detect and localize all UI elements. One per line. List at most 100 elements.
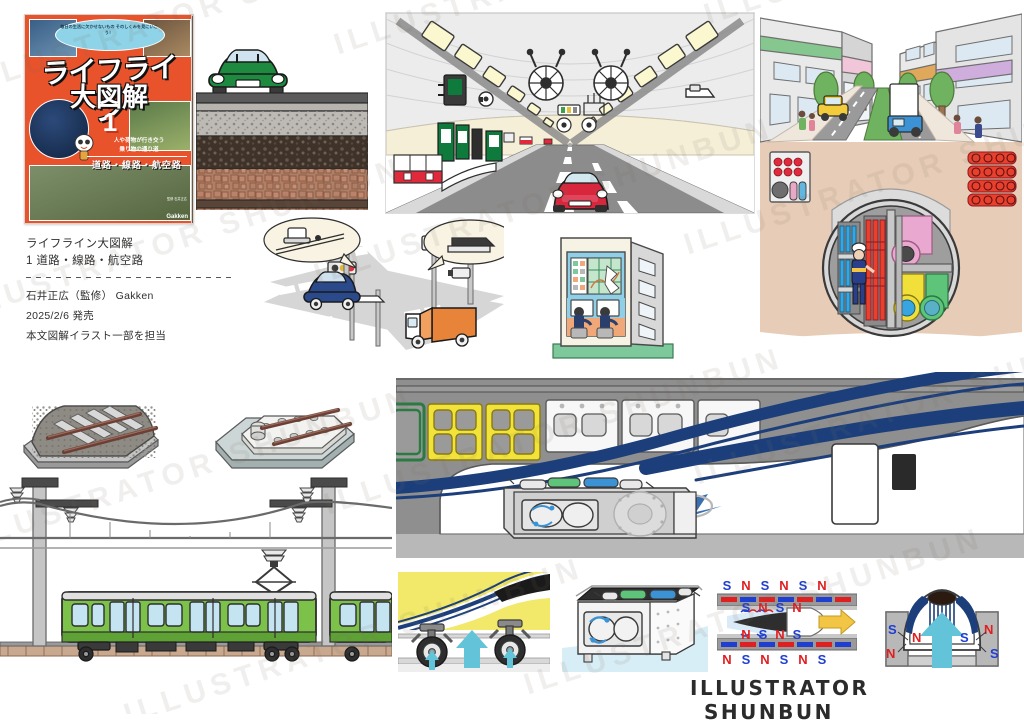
cover-bubble-text: 毎日の生活に欠かせないもの そのしくみを見にいこう！ (60, 24, 158, 35)
operator-icon (596, 307, 619, 339)
road-layer-binder (196, 102, 368, 112)
book-cover: 毎日の生活に欠かせないもの そのしくみを見にいこう！ ライフライン 大図解 1 … (24, 14, 194, 224)
panel-superconducting-magnet (562, 572, 708, 672)
svg-text:S: S (759, 627, 768, 642)
maglev-blue-lines (396, 372, 1024, 500)
tunnel-camera-icon (478, 91, 494, 107)
green-car-icon (208, 49, 288, 94)
svg-text:S: S (776, 600, 785, 615)
pedestrian-icon (798, 110, 982, 138)
worker-icon (851, 242, 875, 305)
guideway-coils (721, 597, 851, 647)
svg-text:N: N (817, 578, 826, 593)
panel-road-cross-section (196, 14, 368, 210)
cable-bundle-left-icon (769, 151, 811, 203)
panel-electric-train (0, 470, 392, 670)
svg-text:S: S (990, 646, 999, 661)
road-layer-upper-base (196, 110, 368, 137)
panel-intersection (256, 216, 504, 362)
svg-text:N: N (760, 652, 769, 667)
svg-text:S: S (888, 622, 897, 637)
levitation-pole-labels: S N N N S S (886, 622, 999, 661)
cover-subtitle-line2: 乗り物の通り道 (119, 147, 159, 153)
panel-tunnel-interior (385, 12, 755, 214)
cover-subtitle-line1: 人や荷物が行き交う (113, 138, 165, 144)
svg-text:N: N (792, 600, 801, 615)
cover-publisher: Gakken (166, 214, 188, 220)
tunnel-equipment-icon (685, 84, 716, 98)
callout-bubble-left (263, 217, 361, 269)
caption-title-line2: 1 道路・線路・航空路 (26, 255, 144, 267)
svg-text:S: S (761, 578, 770, 593)
svg-text:N: N (886, 646, 895, 661)
caption-role: 本文図解イラスト一部を担当 (26, 330, 167, 342)
cover-spine (191, 15, 193, 223)
jet-fan-icon (591, 48, 631, 101)
signature-name: SHUNBUN (704, 700, 834, 724)
panel-ballast-track (18, 388, 163, 478)
tunnel-guardrail-icon (441, 162, 497, 193)
svg-text:S: S (818, 652, 827, 667)
svg-text:N: N (741, 578, 750, 593)
panel-street-and-utility-tunnel (760, 10, 1022, 360)
cover-volume-number: 1 (102, 107, 118, 137)
jet-fan-icon-small (556, 117, 597, 133)
svg-text:S: S (780, 652, 789, 667)
svg-text:N: N (722, 652, 731, 667)
caption-dashed-divider (26, 277, 236, 278)
svg-text:N: N (741, 627, 750, 642)
water-pipe-icon (919, 273, 949, 321)
signature-role: ILLUSTRATOR (690, 676, 870, 700)
cover-bubble (55, 19, 165, 51)
propulsion-direction-arrow (818, 608, 856, 636)
cover-mascot-icon (74, 134, 94, 161)
catenary-pole-icon (21, 477, 99, 647)
maglev-door-panel (831, 443, 916, 525)
cover-divider (87, 156, 187, 157)
svg-text:N: N (798, 652, 807, 667)
svg-text:S: S (742, 652, 751, 667)
vehicle-detector-icon (448, 267, 471, 279)
svg-text:N: N (775, 627, 784, 642)
onboard-magnets (740, 609, 774, 637)
pantograph-icon (252, 549, 296, 596)
tunnel-distant-sign-icon (503, 132, 553, 145)
jet-fan-icon (526, 48, 566, 101)
status-indicator-grid (573, 261, 585, 290)
levitation-arrow-icon (456, 630, 488, 668)
blue-car-icon (303, 271, 361, 311)
tunnel-green-sign-icon (437, 122, 503, 162)
tunnel-ceiling-sign-icon (557, 93, 605, 116)
panel-slab-track (212, 388, 357, 478)
svg-text:S: S (960, 630, 969, 645)
slab-anchor-icon (250, 421, 266, 441)
caption-title-line1: ライフライン大図解 (26, 238, 134, 250)
red-car-icon (552, 172, 609, 212)
tunnel-light-icon (421, 20, 555, 128)
cover-credit: 監修 石井正広 (166, 197, 187, 201)
svg-text:S: S (793, 627, 802, 642)
caption-release-date: 2025/2/6 発売 (26, 310, 95, 322)
cover-photo-mid-right (129, 101, 191, 151)
train-car-green-windows (396, 402, 426, 462)
yellow-car-icon (817, 95, 849, 121)
bogie-icon (77, 641, 360, 662)
levitation-arrow-icon (920, 612, 964, 668)
svg-text:N: N (912, 630, 921, 645)
cover-topics: 道路・線路・航空路 (91, 160, 182, 170)
wheel-lift-arrow-icon (425, 648, 517, 670)
insulator-icon (9, 487, 315, 523)
cover-title-line2: 大図解 (69, 82, 148, 112)
panel-shinkansen-maglev: JR (396, 372, 1024, 566)
train-car-yellow-windows (427, 403, 541, 461)
utility-tunnel-section (821, 188, 961, 338)
power-cable-rack (863, 215, 887, 327)
svg-text:S: S (742, 600, 751, 615)
panel-maglev-levitation: S N N N S S (864, 572, 1020, 672)
caption-supervisor: 石井正広（監修） Gakken (26, 290, 154, 302)
